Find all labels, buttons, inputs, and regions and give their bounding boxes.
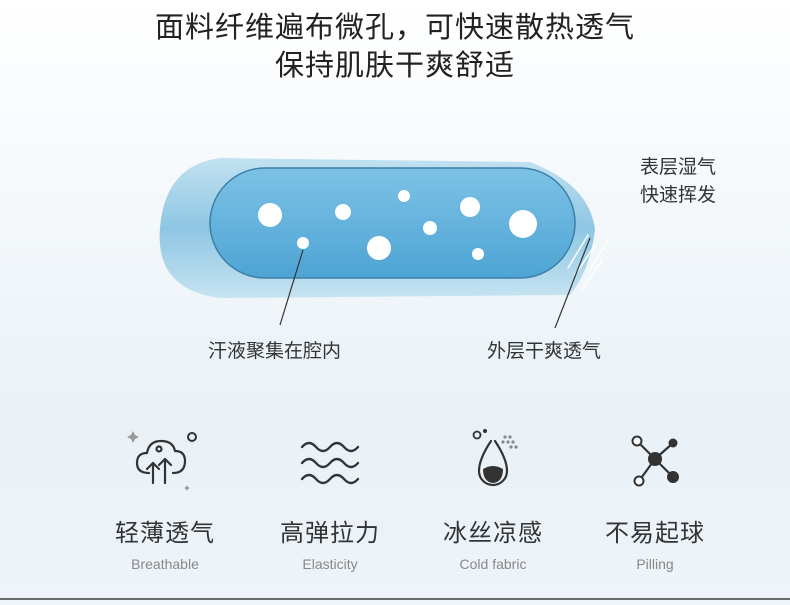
feature-pilling-title: 不易起球 xyxy=(605,519,705,547)
capsule-inner-cavity xyxy=(209,167,576,279)
bottom-divider xyxy=(0,598,790,600)
bubble xyxy=(367,236,391,260)
headline-line-1: 面料纤维遍布微孔，可快速散热透气 xyxy=(154,10,635,44)
bubble xyxy=(297,237,309,249)
feature-pilling: 不易起球 Pilling xyxy=(575,425,735,572)
waves-icon xyxy=(300,441,360,485)
feature-cold-fabric-subtitle: Cold fabric xyxy=(459,556,527,572)
bubble xyxy=(423,221,437,235)
headline-line-2: 保持肌肤干爽舒适 xyxy=(274,48,515,82)
feature-elasticity-subtitle: Elasticity xyxy=(302,556,358,572)
evaporation-streaks xyxy=(567,234,609,291)
feature-cold-fabric-title: 冰丝凉感 xyxy=(443,519,543,547)
cloud-tree-icon xyxy=(127,431,197,491)
sweat-bubbles xyxy=(258,190,537,260)
fabric-capsule-illustration xyxy=(159,158,609,329)
feature-cold-fabric: 冰丝凉感 Cold fabric xyxy=(413,425,573,572)
callout-sweat-cavity: 汗液聚集在腔内 xyxy=(208,340,342,362)
bubble xyxy=(335,204,351,220)
bubble xyxy=(398,190,410,202)
callout-surface-moisture: 表层湿气 xyxy=(640,156,717,178)
right-pointer-line xyxy=(554,237,591,329)
bubble xyxy=(472,248,484,260)
molecule-icon xyxy=(631,435,679,487)
callout-fast-evaporation: 快速挥发 xyxy=(640,184,717,206)
feature-elasticity: 高弹拉力 Elasticity xyxy=(250,425,410,572)
feature-pilling-subtitle: Pilling xyxy=(636,556,674,572)
water-drop-icon xyxy=(472,429,518,487)
bubble xyxy=(258,203,282,227)
left-pointer-line xyxy=(279,249,304,326)
feature-breathable-subtitle: Breathable xyxy=(131,556,199,572)
feature-elasticity-title: 高弹拉力 xyxy=(280,519,380,547)
callout-outer-dry: 外层干爽透气 xyxy=(487,340,602,362)
feature-breathable: 轻薄透气 Breathable xyxy=(85,425,245,572)
bubble xyxy=(509,210,537,238)
bubble xyxy=(460,197,480,217)
feature-breathable-title: 轻薄透气 xyxy=(115,519,215,547)
